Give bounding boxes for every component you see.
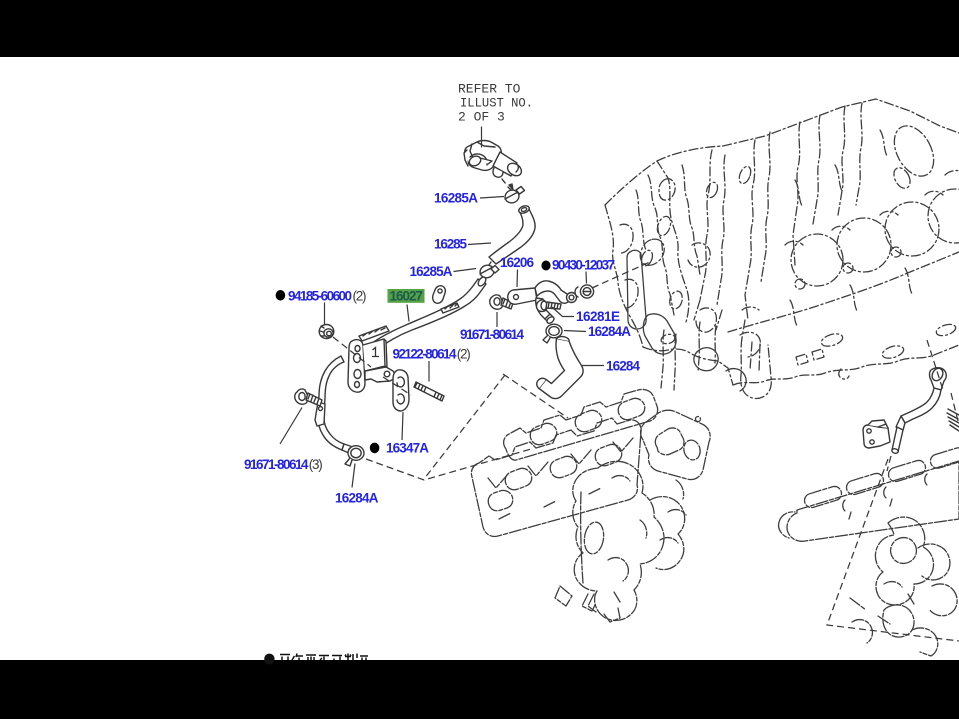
svg-text:REFER TO: REFER TO xyxy=(458,82,521,97)
svg-text:16285A: 16285A xyxy=(434,191,478,206)
svg-text:90430-12037: 90430-12037 xyxy=(552,258,615,273)
svg-text:(2): (2) xyxy=(457,347,471,362)
svg-text:94185-60600: 94185-60600 xyxy=(288,288,352,303)
svg-text:16284: 16284 xyxy=(606,359,640,374)
svg-text:16284A: 16284A xyxy=(588,324,631,339)
svg-text:16285: 16285 xyxy=(434,237,467,252)
svg-text:2 OF 3: 2 OF 3 xyxy=(458,110,505,125)
svg-text:(2): (2) xyxy=(353,288,367,303)
svg-text:16281E: 16281E xyxy=(576,309,620,324)
svg-text:16027: 16027 xyxy=(390,289,424,304)
svg-text:91671-80614: 91671-80614 xyxy=(244,457,309,472)
svg-text:(3): (3) xyxy=(309,457,323,472)
svg-text:ILLUST NO.: ILLUST NO. xyxy=(460,96,533,111)
svg-text:92122-80614: 92122-80614 xyxy=(393,347,457,362)
svg-text:16285A: 16285A xyxy=(410,264,453,279)
svg-text:16206: 16206 xyxy=(500,255,534,270)
svg-text:16347A: 16347A xyxy=(386,440,429,455)
svg-text:16284A: 16284A xyxy=(335,491,379,506)
svg-text:91671-80614: 91671-80614 xyxy=(460,327,524,342)
